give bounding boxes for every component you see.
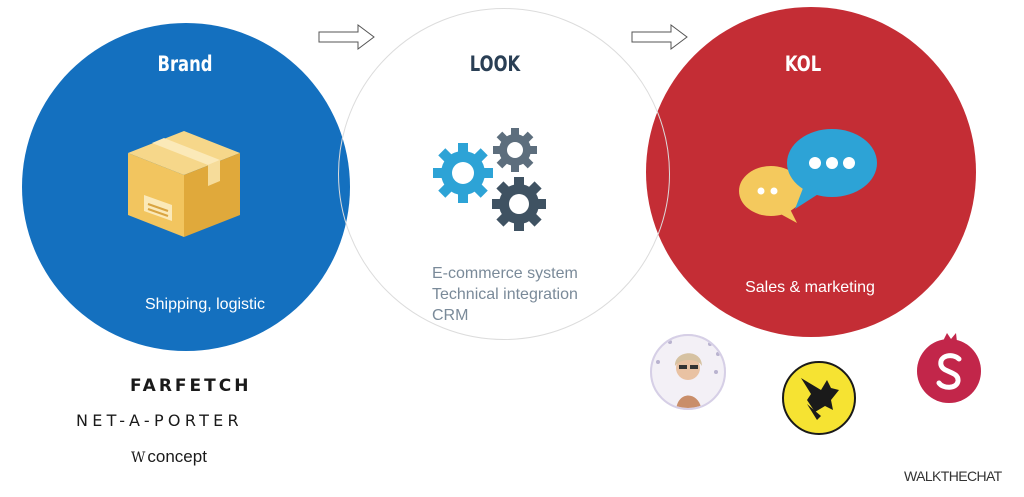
kol-heading: KOL	[784, 52, 822, 76]
brand-caption: Shipping, logistic	[144, 296, 266, 313]
look-caption-line: Technical integration	[432, 286, 578, 303]
look-caption-line: CRM	[432, 307, 469, 324]
chat-bubbles-icon	[739, 129, 877, 223]
gears-icon	[433, 128, 546, 231]
box-icon	[128, 131, 240, 237]
portrait-avatar	[650, 334, 726, 410]
arrow-right-icon	[631, 24, 688, 50]
dog-avatar	[782, 361, 856, 435]
s-logo-avatar	[917, 333, 981, 403]
look-caption: E-commerce system Technical integration …	[432, 263, 632, 326]
look-heading: LOOK	[469, 52, 521, 76]
arrow-right-icon	[318, 24, 375, 50]
look-caption-line: E-commerce system	[432, 265, 578, 282]
net-a-porter-logo: NET-A-PORTER	[76, 411, 243, 430]
walkthechat-watermark: WALKTHECHAT	[904, 468, 1002, 484]
brand-heading: Brand	[157, 52, 213, 76]
farfetch-logo: FARFETCH	[130, 376, 252, 396]
w-concept-label: concept	[147, 447, 207, 466]
kol-caption: Sales & marketing	[745, 279, 875, 296]
w-concept-mark: W	[131, 450, 145, 466]
look-circle	[338, 8, 670, 340]
